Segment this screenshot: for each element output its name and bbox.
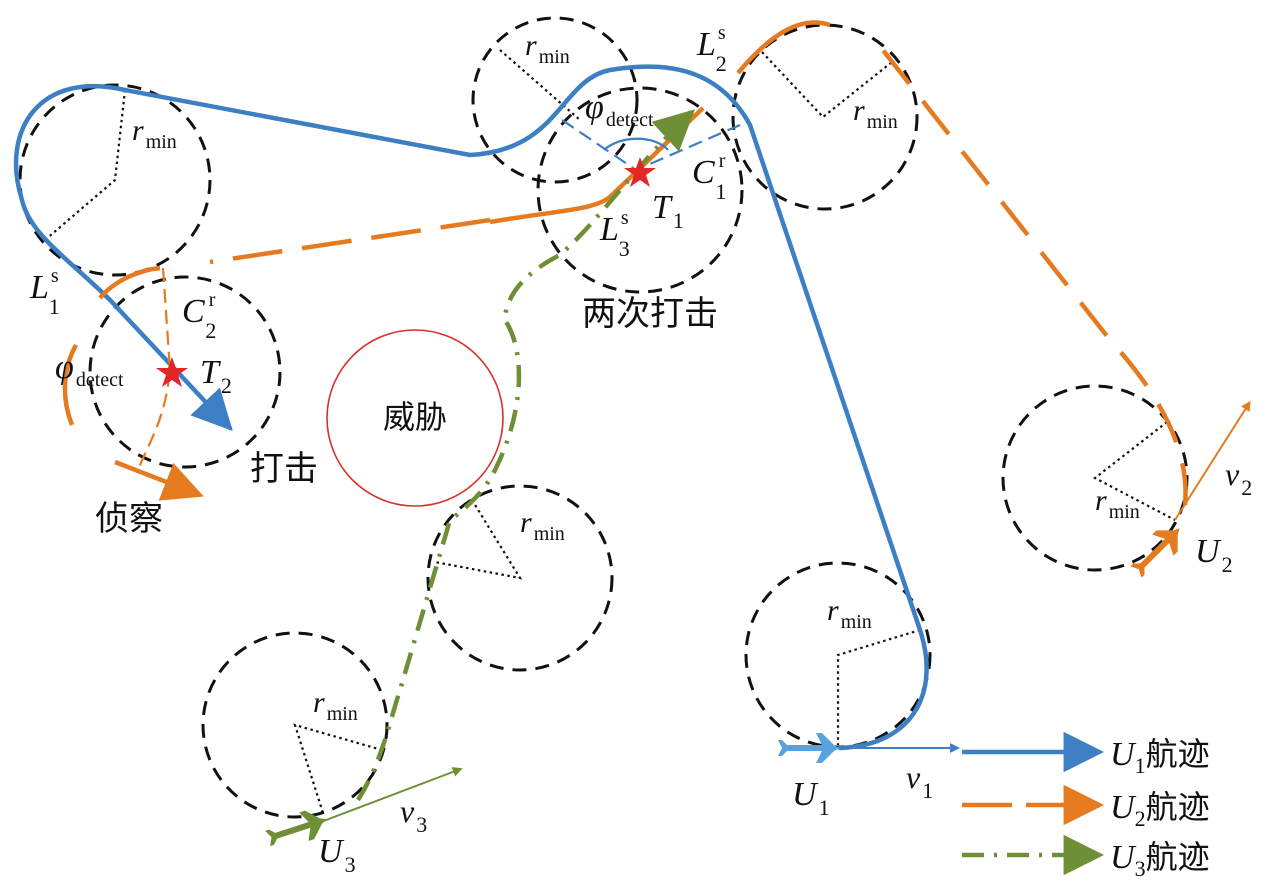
radius-line <box>44 89 127 241</box>
threat-label: 威胁 <box>383 398 447 436</box>
detect-angle-arc <box>603 137 669 151</box>
v2-label: v2 <box>1225 456 1252 500</box>
turn-circle-u3 <box>201 631 389 819</box>
u2-trajectory <box>114 459 204 501</box>
turn-circles <box>18 16 1189 819</box>
turn-circle-l2 <box>731 23 919 211</box>
turn-circle-l1 <box>18 83 212 277</box>
turn-circle-top-left <box>471 16 639 184</box>
u2-velocity-vector <box>1174 400 1251 521</box>
u2-label: U2 <box>1195 533 1233 577</box>
radius-lines <box>44 49 1176 814</box>
star-target-icon <box>624 157 656 187</box>
strike-label: 打击 <box>250 449 318 489</box>
u2-trajectory <box>489 106 705 225</box>
v3-label: v3 <box>400 793 427 837</box>
star-target-icon <box>156 357 188 387</box>
t1-label: T1 <box>652 189 684 233</box>
turn-circle-mid <box>426 484 614 672</box>
aircraft-icon <box>1130 528 1180 578</box>
legend-label-u1: U1航迹 <box>1110 735 1210 778</box>
aircraft-icon <box>265 810 327 847</box>
legend-label-u2: U2航迹 <box>1110 788 1210 831</box>
u2-trajectory <box>736 20 831 75</box>
legend-label-u3: U3航迹 <box>1110 838 1210 881</box>
radius-line <box>836 628 921 745</box>
radius-line <box>761 51 893 119</box>
v1-label: v1 <box>906 759 933 803</box>
u2-trajectory <box>98 265 161 300</box>
radius-line <box>434 499 523 580</box>
legend: U1航迹 U2航迹 U3航迹 <box>962 731 1210 881</box>
turn-circle-u2 <box>1001 384 1189 572</box>
radius-line <box>1092 421 1176 521</box>
recon-label: 侦察 <box>95 499 163 539</box>
u3-velocity-vector <box>304 767 463 829</box>
threat-zone <box>326 329 504 507</box>
t2-label: T2 <box>200 354 232 398</box>
u2-trajectory <box>209 217 491 265</box>
u2-trajectory <box>873 38 1188 506</box>
aircraft-icon <box>778 733 840 763</box>
double-strike-label: 两次打击 <box>582 294 718 334</box>
u1-label: U1 <box>792 776 830 820</box>
u2-trajectory <box>62 343 78 426</box>
u1-trajectory <box>13 64 929 751</box>
radius-line <box>293 723 383 814</box>
u3-label: U3 <box>318 833 356 877</box>
turn-circle-t1 <box>536 86 744 294</box>
